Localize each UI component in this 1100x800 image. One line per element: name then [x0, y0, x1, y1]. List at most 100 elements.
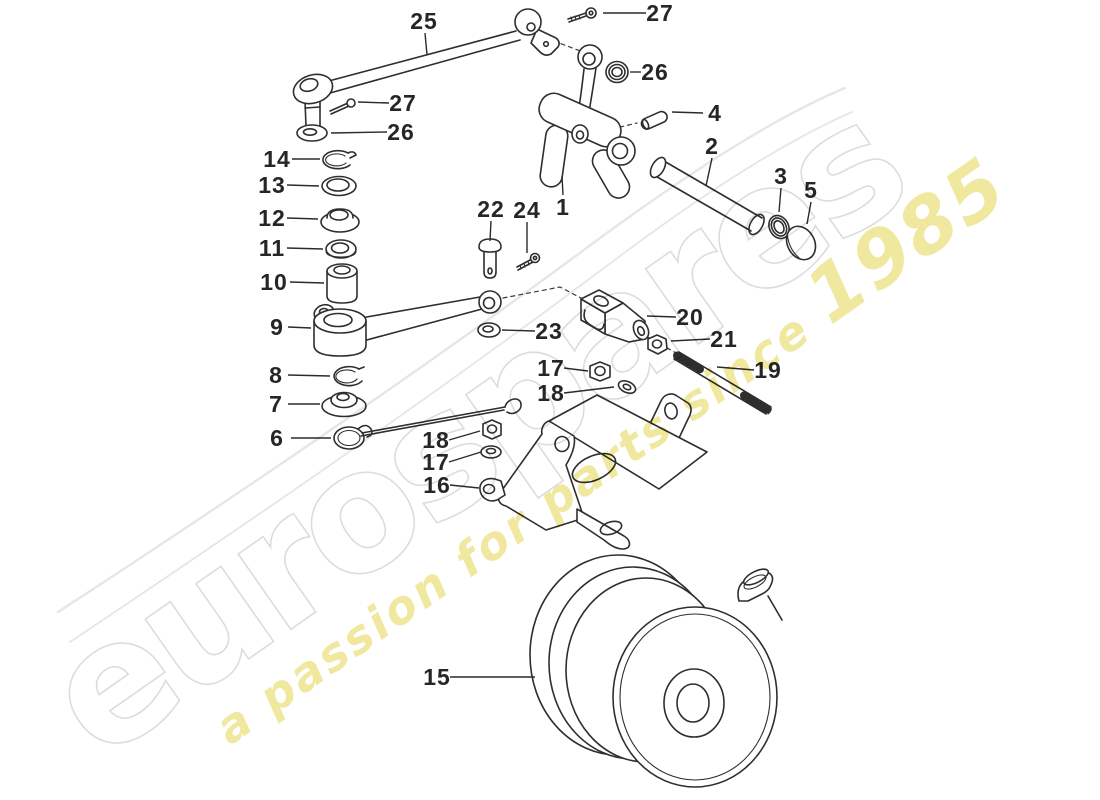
part-23-washer	[477, 322, 501, 338]
callout-22-19: 22	[477, 196, 505, 242]
leader-line-1-7	[561, 175, 564, 196]
part-18-washer-upper	[617, 379, 637, 395]
callout-10-14: 10	[260, 269, 325, 295]
leader-line-25-0	[424, 32, 428, 56]
callout-3-5: 3	[774, 163, 788, 213]
leader-line-12-12	[286, 217, 319, 220]
part-15-booster	[529, 554, 783, 788]
part-number-20-22: 20	[676, 304, 704, 330]
part-number-4-3: 4	[708, 100, 722, 126]
callout-8-16: 8	[269, 362, 331, 388]
callout-26-2: 26	[630, 59, 669, 85]
part-22-clevis-pin	[478, 238, 502, 279]
part-17-washer-lower	[480, 445, 502, 459]
leader-line-18-26	[563, 386, 615, 394]
leader-line-22-19	[489, 220, 492, 242]
part-number-6-18: 6	[270, 425, 284, 451]
leader-line-13-11	[286, 184, 320, 187]
leader-line-16-29	[449, 484, 480, 489]
leader-line-5-6	[806, 201, 812, 225]
part-16-bracket	[479, 393, 708, 550]
callout-16-29: 16	[423, 472, 480, 498]
part-number-27-1: 27	[646, 0, 674, 26]
leader-line-21-23	[670, 338, 711, 342]
part-number-26-9: 26	[387, 119, 415, 145]
part-24-screw	[516, 252, 541, 271]
part-26-washer-left	[296, 124, 328, 142]
callout-9-15: 9	[270, 314, 312, 340]
part-number-8-16: 8	[269, 362, 283, 388]
leader-line-17-28	[448, 451, 482, 463]
leader-line-26-9	[330, 131, 388, 134]
watermark-brand-text: eurospares	[12, 67, 936, 794]
leader-line-11-13	[286, 247, 324, 250]
part-number-22-19: 22	[477, 196, 505, 222]
callout-17-25: 17	[537, 355, 589, 381]
callout-27-8: 27	[357, 90, 416, 116]
part-number-24-20: 24	[513, 197, 541, 223]
leader-line-3-5	[778, 187, 782, 213]
part-7-cup-washer	[321, 391, 367, 418]
callout-23-21: 23	[501, 318, 563, 344]
part-4-roll-pin	[640, 110, 668, 130]
callout-13-11: 13	[258, 172, 320, 198]
callout-24-20: 24	[513, 197, 541, 253]
part-number-7-17: 7	[269, 391, 283, 417]
part-number-16-29: 16	[423, 472, 451, 498]
leader-line-18-27	[448, 430, 481, 441]
part-number-9-15: 9	[270, 314, 284, 340]
callout-26-9: 26	[330, 119, 415, 145]
part-number-3-5: 3	[774, 163, 788, 189]
leader-line-27-8	[357, 101, 390, 104]
leader-line-19-24	[716, 366, 755, 371]
part-12-cup-washer	[320, 208, 360, 233]
part-14-snap-ring	[322, 149, 357, 170]
callout-15-30: 15	[423, 664, 535, 690]
part-17-nut-upper	[589, 361, 611, 382]
callout-12-12: 12	[258, 205, 319, 231]
part-number-2-4: 2	[705, 133, 719, 159]
part-10-bushing	[326, 263, 358, 304]
part-number-10-14: 10	[260, 269, 288, 295]
leader-line-10-14	[289, 281, 325, 284]
part-number-12-12: 12	[258, 205, 286, 231]
part-27-pin-left	[329, 98, 356, 115]
callout-5-6: 5	[804, 177, 817, 225]
leader-line-17-25	[563, 367, 589, 372]
callout-14-10: 14	[263, 146, 320, 172]
part-number-17-25: 17	[537, 355, 565, 381]
leader-line-4-3	[671, 111, 704, 114]
part-26-washer-right	[605, 60, 629, 84]
part-number-26-2: 26	[641, 59, 669, 85]
part-number-18-26: 18	[537, 380, 565, 406]
part-number-19-24: 19	[754, 357, 782, 383]
part-20-clevis	[580, 289, 650, 343]
leader-line-23-21	[501, 329, 536, 332]
part-27-screw-top	[567, 7, 597, 23]
leader-line-8-16	[287, 374, 331, 377]
callout-2-4: 2	[705, 133, 719, 187]
part-21-nut	[647, 334, 668, 355]
leader-line-20-22	[646, 315, 677, 318]
part-number-14-10: 14	[263, 146, 291, 172]
callout-19-24: 19	[716, 357, 782, 383]
part-number-13-11: 13	[258, 172, 286, 198]
callout-11-13: 11	[259, 235, 324, 261]
part-number-15-30: 15	[423, 664, 451, 690]
callout-7-17: 7	[269, 391, 320, 417]
part-11-ring	[325, 239, 357, 259]
part-number-21-23: 21	[710, 326, 738, 352]
leader-line-2-4	[705, 157, 713, 187]
part-number-1-7: 1	[556, 194, 570, 220]
part-number-11-13: 11	[259, 235, 285, 261]
callout-6-18: 6	[270, 425, 331, 451]
callout-27-1: 27	[603, 0, 674, 26]
part-18-nut-lower	[482, 419, 502, 440]
part-number-23-21: 23	[535, 318, 563, 344]
leader-line-9-15	[287, 326, 312, 329]
watermark-year: 1985	[789, 139, 1023, 340]
callout-20-22: 20	[646, 304, 704, 330]
watermark-swoosh-inner	[69, 111, 853, 643]
